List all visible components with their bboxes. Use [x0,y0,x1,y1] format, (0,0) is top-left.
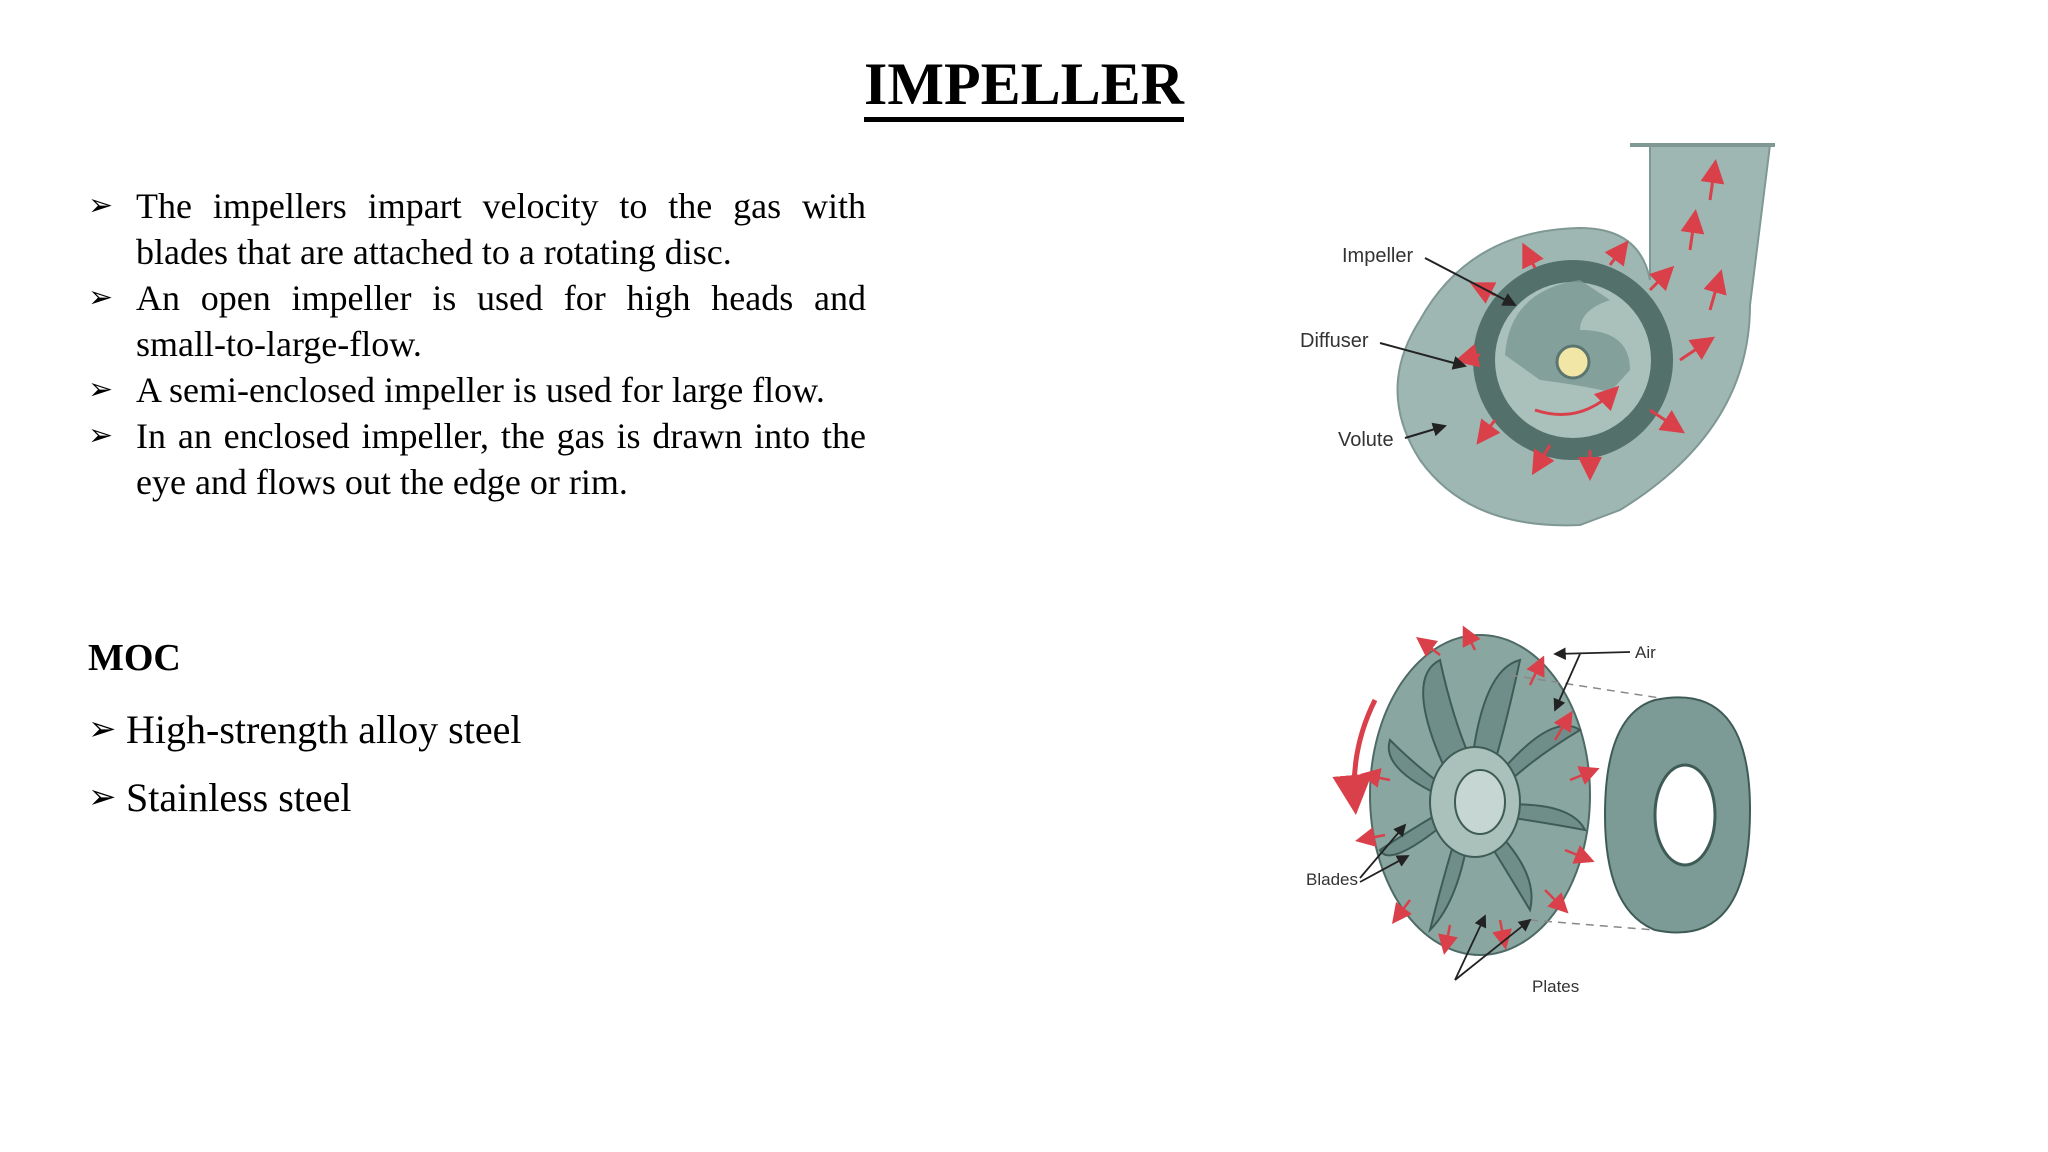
moc-list: ➢High-strength alloy steel ➢Stainless st… [88,696,521,832]
moc-item: ➢High-strength alloy steel [88,696,521,764]
flow-arrows [1454,159,1727,481]
bullet-item: ➢An open impeller is used for high heads… [88,275,866,367]
air-flow-arrows [1355,625,1600,955]
arrow-bullet-icon: ➢ [88,188,114,223]
arrow-bullet-icon: ➢ [88,777,117,817]
bullet-item: ➢The impellers impart velocity to the ga… [88,183,866,275]
plates-label: Plates [1532,977,1579,996]
centrifugal-pump-diagram: Impeller Diffuser Volute [1300,143,1775,527]
impeller-label: Impeller [1342,245,1413,267]
moc-item: ➢Stainless steel [88,764,521,832]
arrow-bullet-icon: ➢ [88,280,114,315]
moc-heading: MOC [88,637,181,679]
volute-label: Volute [1338,429,1394,451]
air-label: Air [1635,643,1656,662]
slide-title: IMPELLER [0,50,2048,122]
arrow-bullet-icon: ➢ [88,372,114,407]
blades-label: Blades [1306,870,1358,889]
bullet-item: ➢In an enclosed impeller, the gas is dra… [88,413,866,505]
arrow-bullet-icon: ➢ [88,709,117,749]
bullet-item: ➢A semi-enclosed impeller is used for la… [88,367,866,413]
impeller-body [1505,280,1630,392]
description-bullet-list: ➢The impellers impart velocity to the ga… [88,183,866,505]
arrow-bullet-icon: ➢ [88,418,114,453]
impeller-eye [1555,344,1591,380]
diffuser-label: Diffuser [1300,330,1369,352]
impeller-exploded-diagram: Air Blades Plates [1306,625,1752,996]
